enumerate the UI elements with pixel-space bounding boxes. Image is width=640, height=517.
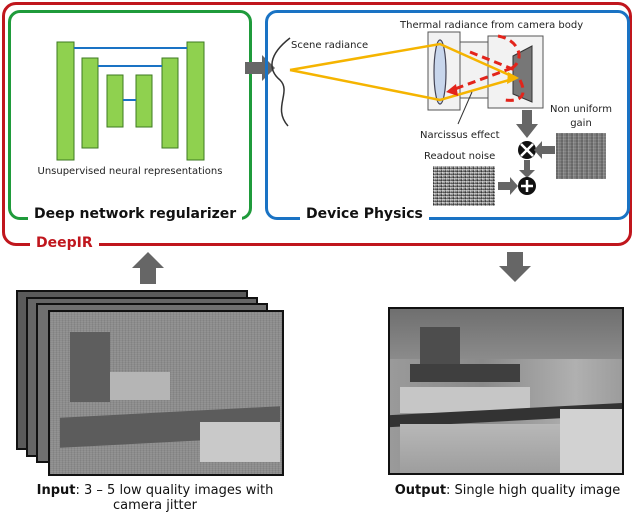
- physics-title: Device Physics: [300, 206, 429, 222]
- output-lower-block: [400, 424, 560, 473]
- narcissus-label: Narcissus effect: [420, 130, 500, 141]
- arrow-up-icon: [132, 252, 164, 284]
- output-caption: Output: Single high quality image: [380, 483, 635, 498]
- narcissus-pointer: [457, 91, 473, 125]
- unet-block-enc2: [81, 57, 99, 149]
- arrow-left-icon: [534, 141, 555, 159]
- unet-block-enc3: [106, 74, 124, 128]
- narcissus-rays: [451, 34, 525, 102]
- circled-plus-icon: [518, 177, 536, 195]
- nonuniform-gain-image: [556, 133, 606, 179]
- unet-block-dec3: [135, 74, 153, 128]
- output-caption-bold: Output: [394, 483, 447, 498]
- deepir-label: DeepIR: [30, 235, 99, 251]
- input-dark-column: [70, 332, 110, 402]
- input-caption: Input: 3 – 5 low quality images with cam…: [20, 483, 290, 513]
- scene-wave: [271, 37, 291, 127]
- arrow-down-small-icon: [519, 160, 535, 178]
- output-image: [388, 307, 624, 475]
- input-caption-line2: camera jitter: [113, 498, 197, 513]
- readout-noise-image: [433, 166, 495, 206]
- input-frame-front: [48, 310, 284, 476]
- scene-radiance-label: Scene radiance: [291, 40, 369, 51]
- unet-block-enc1: [56, 41, 75, 161]
- input-bright-block: [110, 372, 170, 400]
- thermal-radiance-label: Thermal radiance from camera body: [400, 20, 584, 31]
- nonuniform-gain-line1: Non uniform: [550, 104, 612, 115]
- regularizer-title: Deep network regularizer: [28, 206, 243, 222]
- unet-block-dec2: [161, 57, 179, 149]
- unet-block-dec1: [186, 41, 205, 161]
- sensor: [512, 45, 533, 103]
- arrow-down-icon: [516, 110, 538, 138]
- nonuniform-gain-label: Non uniform gain: [550, 103, 612, 131]
- output-dark-step1: [410, 364, 520, 382]
- arrow-right-small-icon: [498, 177, 518, 195]
- scene-rays: [289, 42, 517, 102]
- input-caption-rest: : 3 – 5 low quality images with: [75, 483, 274, 498]
- circled-times-icon: [518, 141, 536, 159]
- input-bright-corner: [200, 422, 280, 462]
- regularizer-caption: Unsupervised neural representations: [37, 166, 223, 177]
- unet-diagram: [56, 41, 205, 161]
- nonuniform-gain-line2: gain: [570, 118, 592, 129]
- output-caption-rest: : Single high quality image: [446, 483, 621, 498]
- narcissus-arrowhead: [446, 84, 458, 96]
- output-bright-corner: [560, 409, 622, 473]
- deepir-frame: [2, 2, 632, 246]
- input-caption-bold: Input: [36, 483, 76, 498]
- readout-noise-label: Readout noise: [424, 151, 496, 162]
- arrow-down-output-icon: [499, 252, 531, 282]
- ray-arrowhead: [507, 72, 519, 84]
- unet-skip-connections: [74, 47, 187, 101]
- lens: [433, 39, 447, 105]
- physics-box: [265, 10, 630, 220]
